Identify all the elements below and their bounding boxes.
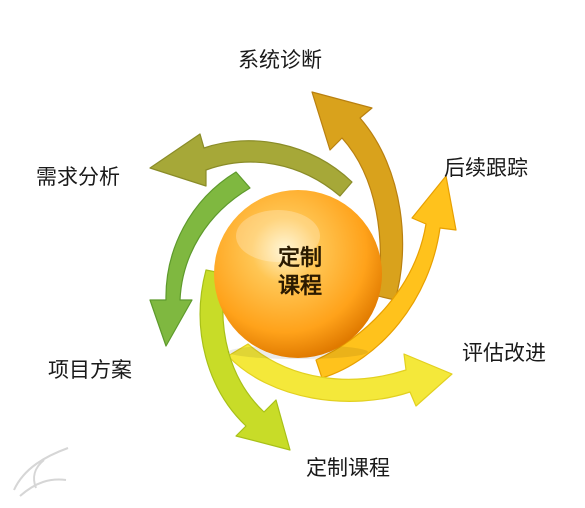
stage-label-project-plan: 项目方案 [48, 358, 132, 382]
stage-label-evaluation: 评估改进 [462, 341, 546, 365]
center-title-line1: 定制 [277, 246, 322, 271]
arrow-needs-analysis [149, 133, 353, 197]
stage-label-follow-up: 后续跟踪 [444, 156, 528, 180]
stage-label-needs-analysis: 需求分析 [36, 165, 120, 189]
watermark-logo [13, 447, 69, 497]
arrow-system-diagnosis [311, 91, 404, 301]
center-orb [214, 190, 382, 358]
cycle-arrows [149, 91, 457, 451]
arrow-follow-up [315, 175, 457, 379]
arrow-custom-course [199, 269, 291, 451]
stage-label-system-diagnosis: 系统诊断 [238, 48, 322, 72]
stage-label-custom-course: 定制课程 [306, 456, 390, 480]
arrow-project-plan [149, 171, 251, 347]
center-title-line2: 课程 [277, 274, 322, 299]
orb-highlight [236, 210, 320, 262]
arrow-evaluation [227, 343, 453, 407]
